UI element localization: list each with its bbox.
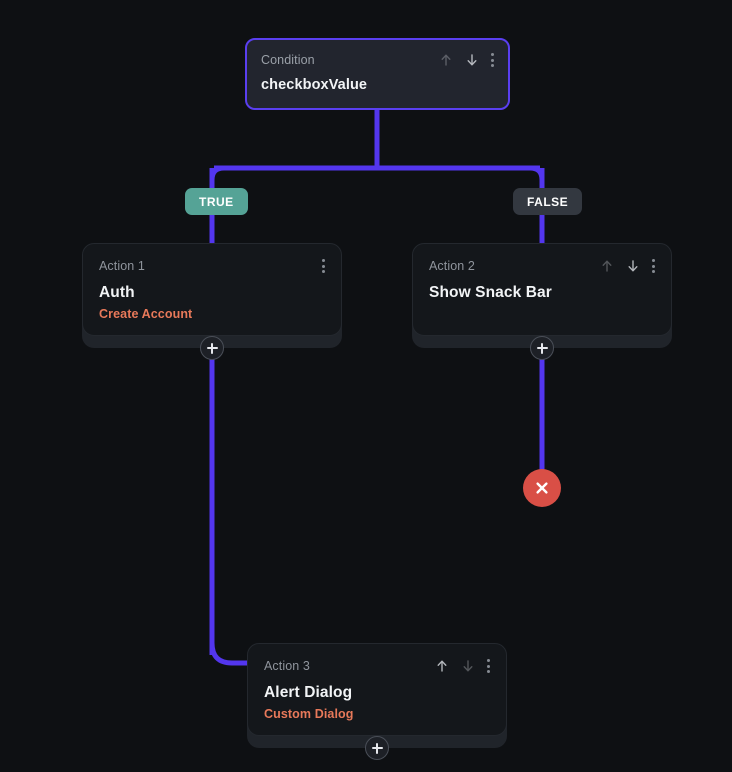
move-up-arrow-icon[interactable] [599,258,615,274]
kebab-menu-icon[interactable] [651,258,655,274]
kebab-menu-icon[interactable] [486,658,490,674]
branch-label-false: FALSE [513,188,583,215]
node-controls[interactable] [434,658,490,674]
node-kicker: Action 1 [99,259,145,273]
kebab-menu-icon[interactable] [490,52,494,68]
node-condition[interactable]: Condition [245,38,510,110]
node-title: Auth [99,284,135,301]
node-title: Alert Dialog [264,684,353,701]
node-title: checkboxValue [261,77,368,93]
flow-end-terminator[interactable] [523,469,561,507]
node-controls[interactable] [599,258,655,274]
node-action-3[interactable]: Action 3 [247,643,507,748]
move-up-arrow-icon[interactable] [438,52,454,68]
branch-label-true-text: TRUE [199,194,234,209]
node-controls[interactable] [321,258,325,274]
node-subtitle: Create Account [99,307,193,321]
move-up-arrow-icon[interactable] [434,658,450,674]
move-down-arrow-icon[interactable] [625,258,641,274]
node-header: Condition [261,52,494,68]
node-action-1[interactable]: Action 1 Auth Create Account [82,243,342,348]
branch-label-true: TRUE [185,188,248,215]
node-header: Action 2 [429,258,655,274]
move-down-arrow-icon[interactable] [464,52,480,68]
branch-label-false-text: FALSE [527,194,569,209]
node-controls[interactable] [438,52,494,68]
node-subtitle: Custom Dialog [264,707,354,721]
add-node-button[interactable] [200,336,224,360]
node-header: Action 3 [264,658,490,674]
add-node-button[interactable] [530,336,554,360]
close-x-icon [533,479,551,497]
node-action-2[interactable]: Action 2 [412,243,672,348]
add-node-button[interactable] [365,736,389,760]
node-header: Action 1 [99,258,325,274]
node-kicker: Action 3 [264,659,310,673]
node-title: Show Snack Bar [429,284,552,301]
node-kicker: Condition [261,53,315,67]
move-down-arrow-icon[interactable] [460,658,476,674]
node-kicker: Action 2 [429,259,475,273]
kebab-menu-icon[interactable] [321,258,325,274]
